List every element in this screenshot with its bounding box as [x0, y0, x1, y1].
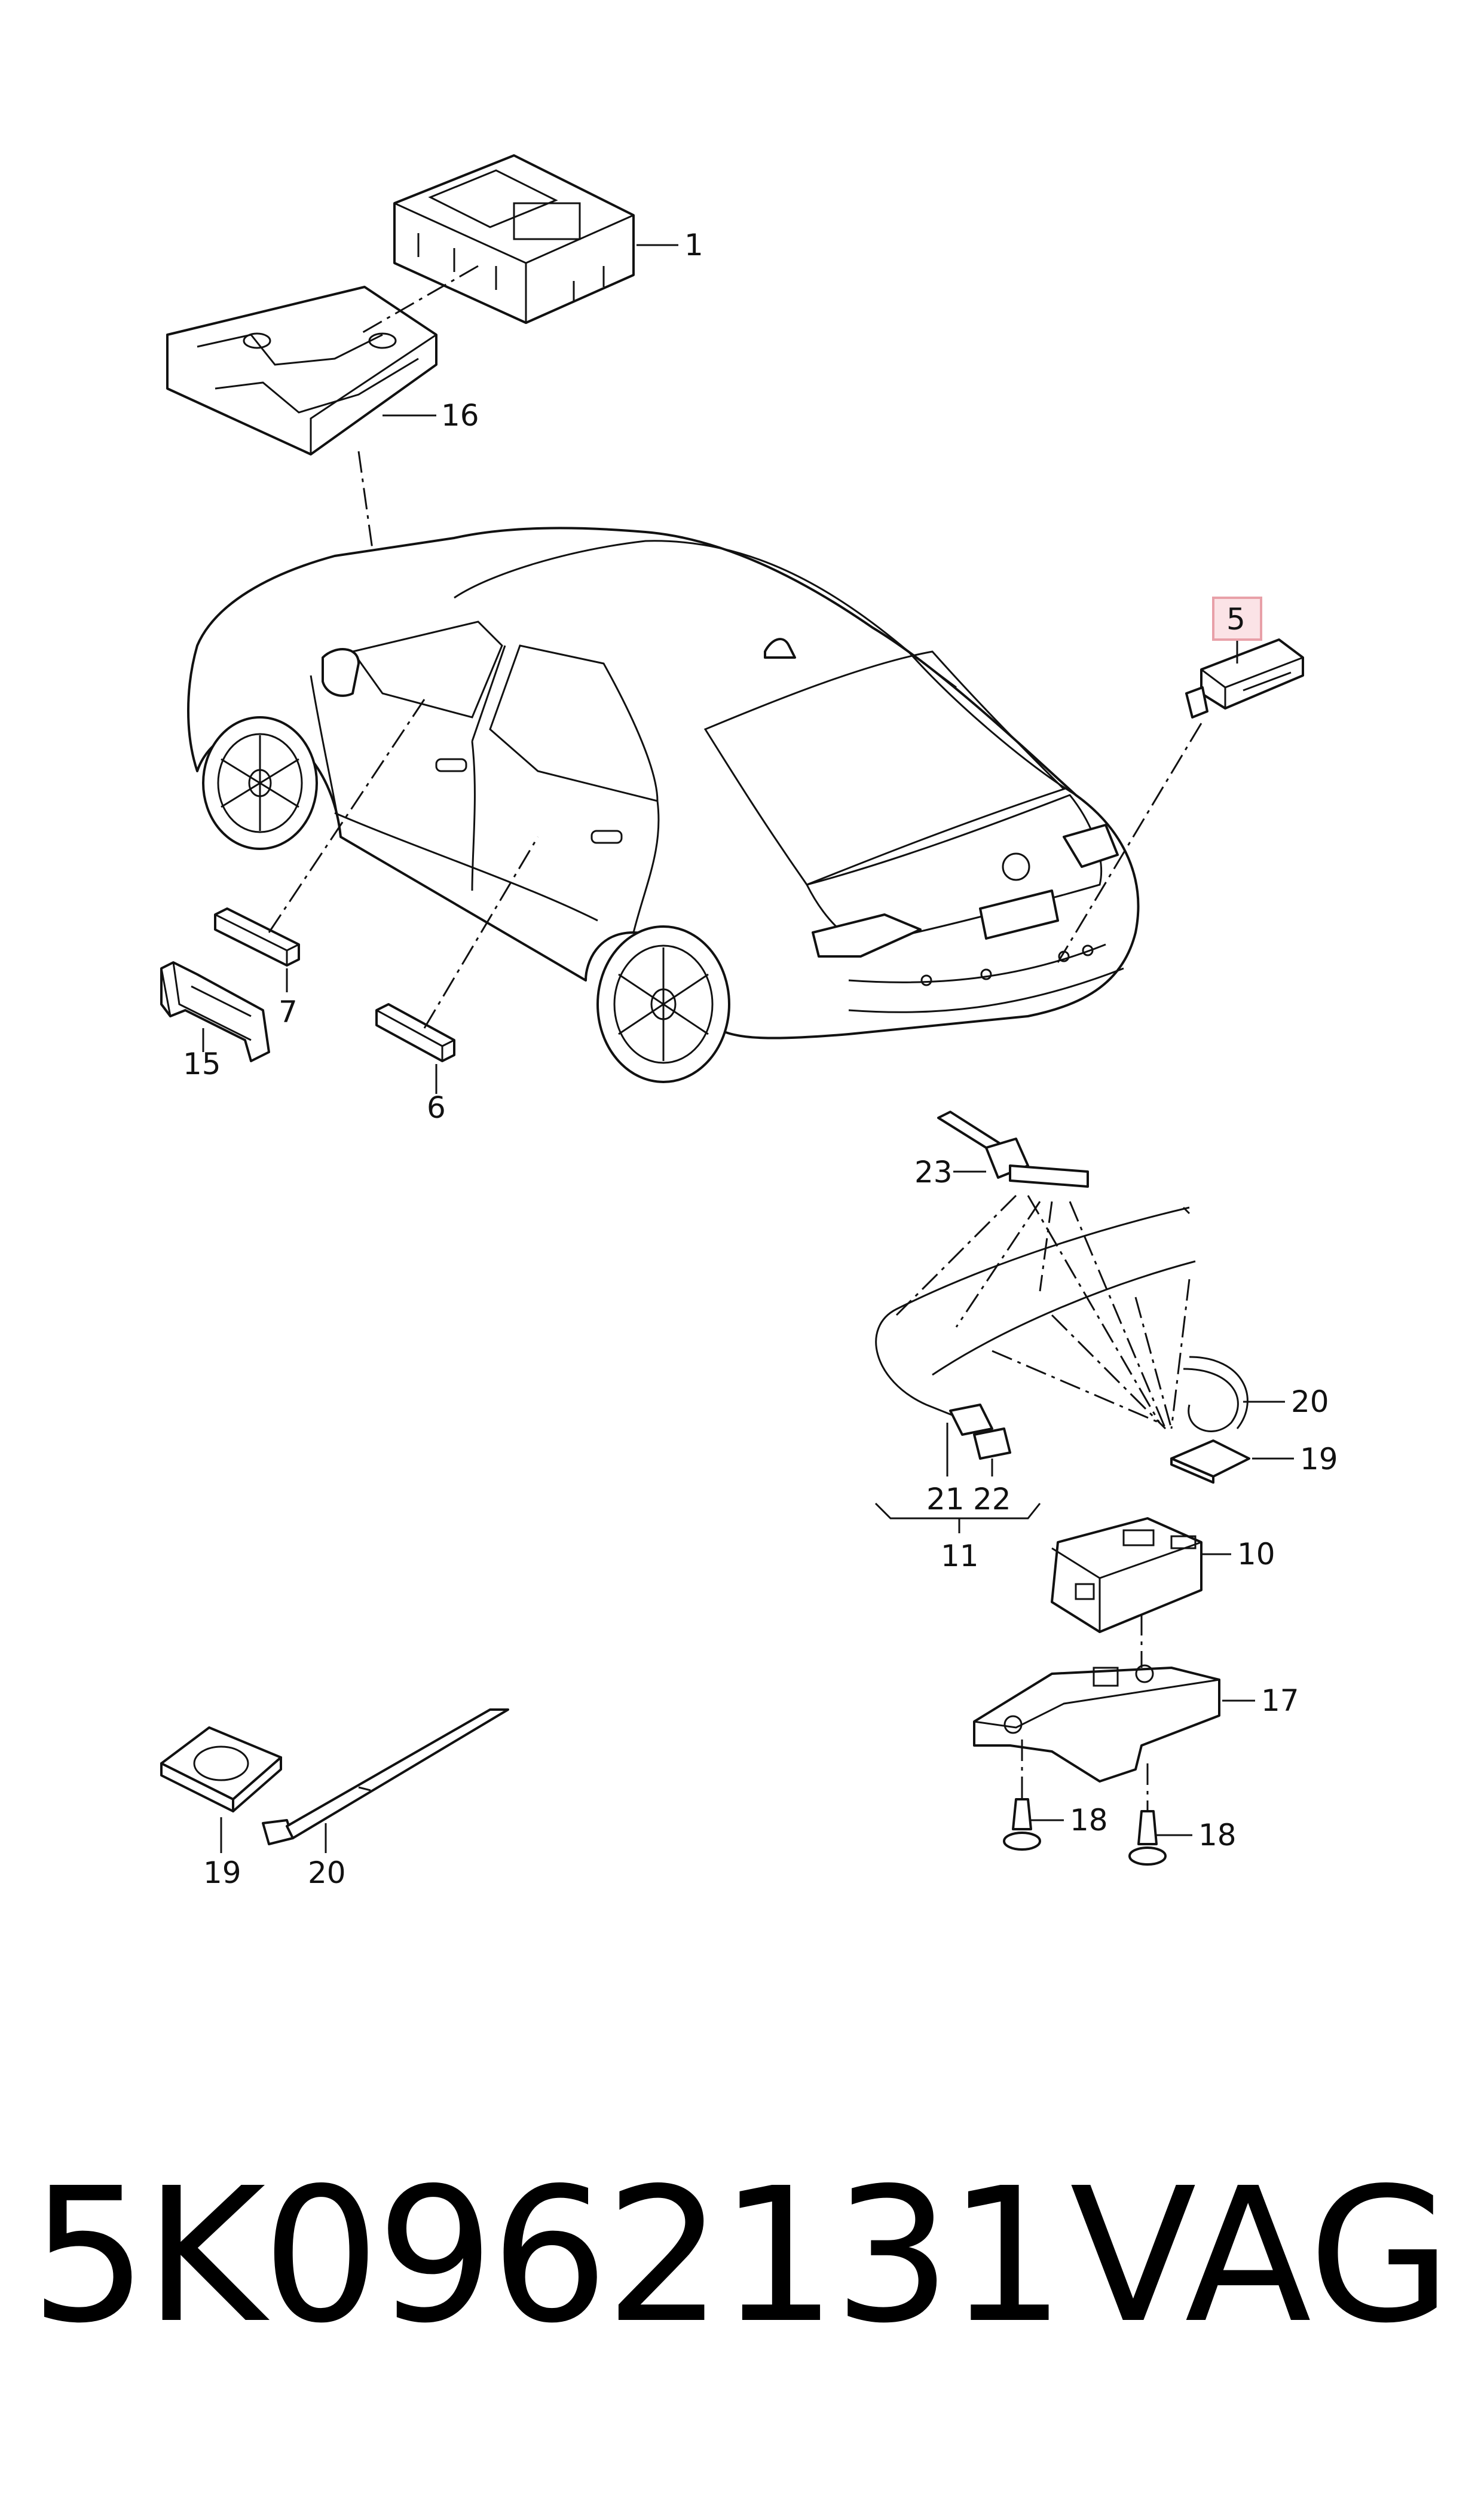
callout-label: 20	[1291, 1384, 1329, 1419]
callout-label: 18	[1198, 1818, 1237, 1852]
dashed-link-5	[1057, 723, 1203, 963]
callout-5-highlight-box	[1212, 597, 1262, 641]
dashed-link-6	[423, 836, 539, 1029]
part-7-door-antenna	[214, 907, 300, 967]
part-11-wiring-harness	[875, 1194, 1196, 1460]
callout-label: 11	[941, 1539, 979, 1573]
callout-label: 23	[914, 1155, 953, 1190]
callout-label: 1	[684, 228, 703, 262]
callout-label: 6	[427, 1090, 446, 1125]
callout-label: 21	[926, 1482, 965, 1517]
part-19-clip-base-right	[1170, 1439, 1250, 1484]
callout-label: 17	[1261, 1683, 1299, 1718]
part-6-door-antenna	[375, 1003, 455, 1062]
car-sedan-illustration	[187, 527, 1140, 1083]
dashed-link-1	[358, 265, 479, 336]
callout-label: 15	[183, 1047, 221, 1081]
callout-label: 10	[1237, 1537, 1275, 1572]
callout-label: 20	[308, 1855, 346, 1890]
part-23-cable-tie-clip	[937, 1111, 1089, 1188]
part-1-control-module	[393, 154, 635, 324]
part-15-bracket	[160, 961, 270, 1062]
dashed-link-7	[268, 699, 426, 933]
part-18-screw-left	[1003, 1740, 1041, 1851]
part-17-mounting-bracket	[973, 1664, 1220, 1783]
callout-label: 19	[203, 1855, 241, 1890]
part-16-foam-tray	[166, 286, 437, 455]
callout-label: 22	[973, 1482, 1011, 1517]
part-18-screw-right	[1128, 1763, 1167, 1866]
part-5-antenna-module	[1185, 638, 1304, 719]
callout-label-highlighted: 5	[1226, 602, 1246, 637]
callout-label: 7	[279, 995, 298, 1029]
callout-label: 16	[441, 398, 479, 433]
brand-text: VAG	[1070, 2148, 1452, 2364]
part-20-cable-strap-right	[1183, 1356, 1249, 1432]
part-number-text: 5K0962131	[30, 2148, 1066, 2364]
part-20-cable-tie-left	[262, 1708, 509, 1845]
part-10-module	[1051, 1517, 1203, 1633]
part-19-clip-base-left	[160, 1726, 282, 1812]
callout-label: 19	[1300, 1442, 1338, 1476]
callout-label: 18	[1070, 1803, 1108, 1838]
